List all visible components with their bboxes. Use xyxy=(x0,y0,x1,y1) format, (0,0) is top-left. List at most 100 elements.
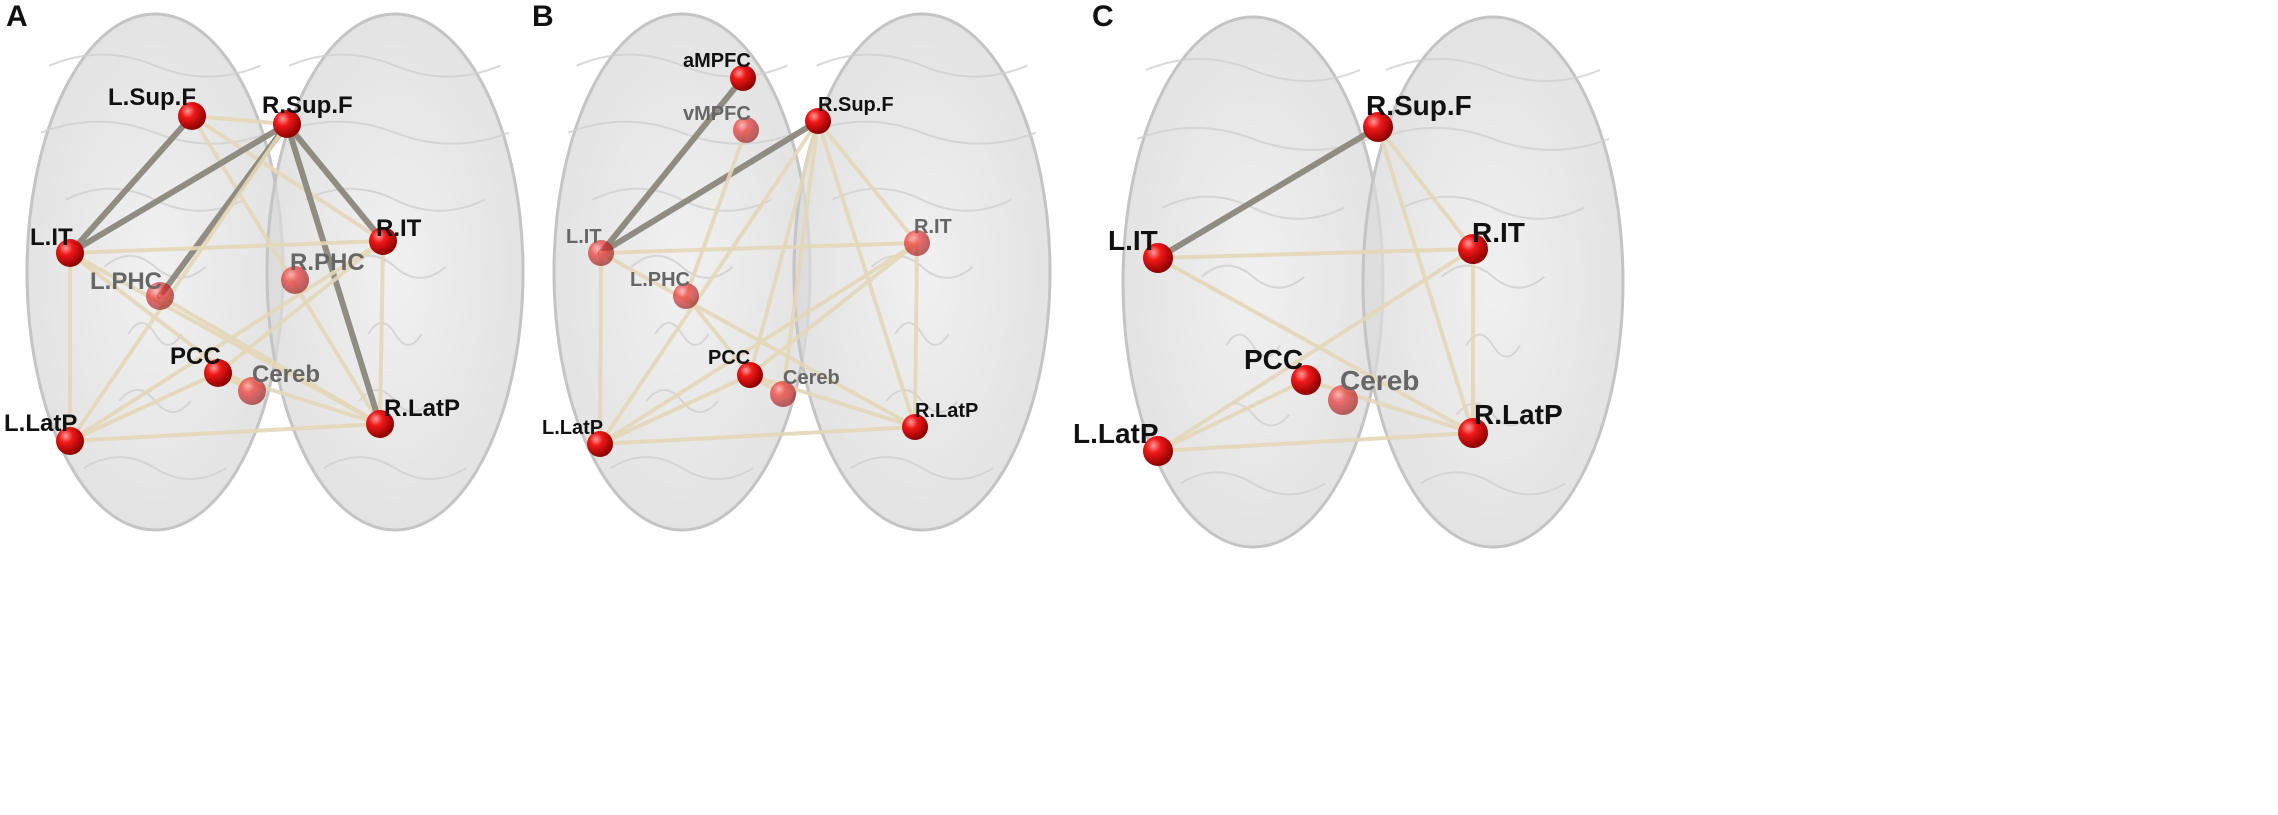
edge-lit-rit xyxy=(599,241,919,255)
label-cereb: Cereb xyxy=(783,367,840,389)
gyrus-line xyxy=(592,187,772,212)
edge-llatp-rlatp xyxy=(1156,431,1475,453)
label-rit: R.IT xyxy=(914,216,952,238)
edge-rit-llatp xyxy=(598,241,919,446)
label-cereb: Cereb xyxy=(252,361,320,388)
edge-rit-rlatp xyxy=(913,241,919,429)
edge-rsupf-rit xyxy=(816,119,919,245)
gyrus-line xyxy=(645,389,719,413)
node-cereb xyxy=(770,381,796,407)
label-rsupf: R.Sup.F xyxy=(818,94,894,116)
node-labels: aMPFC vMPFC R.Sup.F L.IT R.IT L.PHC PCC CerebL.… xyxy=(542,50,978,439)
nodes xyxy=(587,65,930,457)
label-lsupf: L.Sup.F xyxy=(108,84,196,111)
edge-llatp-rlatp xyxy=(68,422,382,443)
panel-b: aMPFC vMPFC R.Sup.F L.IT R.IT L.PHC PCC CerebL.… xyxy=(532,0,1052,532)
gyrus-line xyxy=(127,321,183,346)
edge-pcc-llatp xyxy=(68,371,220,443)
gyrus-line xyxy=(807,120,1037,145)
nodes xyxy=(1143,112,1488,466)
edge-rsupf-rit xyxy=(284,121,386,244)
edge-rit-llatp xyxy=(68,239,385,443)
label-lphc: L.PHC xyxy=(90,268,162,295)
edge-vmpfc-lphc xyxy=(684,128,748,298)
node-llatp xyxy=(1143,436,1173,466)
edge-ampfc-lit xyxy=(598,75,746,256)
gyrus-line xyxy=(103,254,207,279)
label-lphc: L.PHC xyxy=(630,269,690,291)
edge-pcc-llatp xyxy=(1156,378,1308,453)
label-rit: R.IT xyxy=(376,215,422,242)
right-hemisphere xyxy=(792,12,1052,532)
label-rlatp: R.LatP xyxy=(384,395,460,422)
label-rit: R.IT xyxy=(1472,217,1525,248)
gyrus-line xyxy=(1376,126,1610,151)
label-rlatp: R.LatP xyxy=(915,400,978,422)
edges xyxy=(598,75,919,446)
edge-rsupf-lit xyxy=(598,118,821,256)
node-rlatp xyxy=(366,410,394,438)
edge-lit-rit xyxy=(68,239,385,255)
edge-lphc-pcc xyxy=(684,294,752,377)
gyrus-line xyxy=(1455,402,1531,427)
edge-lit-rit xyxy=(1156,247,1475,260)
gyrus-line xyxy=(280,120,510,145)
brain-outline xyxy=(552,12,1052,532)
label-lit: L.IT xyxy=(1108,225,1158,256)
edge-lit-rlatp xyxy=(1156,256,1475,435)
edge-lsupf-rit xyxy=(190,114,385,243)
node-lit xyxy=(588,240,614,266)
gyrus-line xyxy=(83,456,227,480)
node-lphc xyxy=(673,283,699,309)
label-llatp: L.LatP xyxy=(542,417,603,439)
gyrus-line xyxy=(1145,58,1361,82)
edge-lphc-rlatp xyxy=(158,294,382,426)
edge-llatp-rlatp xyxy=(598,425,917,446)
node-rsupf xyxy=(1363,112,1393,142)
gyrus-line xyxy=(289,53,501,78)
gyrus-line xyxy=(1420,471,1566,496)
node-cereb xyxy=(238,377,266,405)
edge-rsupf-lit xyxy=(67,121,290,256)
label-pcc: PCC xyxy=(708,347,750,369)
gyrus-line xyxy=(1440,264,1546,289)
edge-rit-pcc xyxy=(748,241,919,377)
edge-rit-rlatp xyxy=(378,239,385,426)
node-rsupf xyxy=(273,110,301,138)
label-lit: L.IT xyxy=(30,224,73,251)
gyrus-line xyxy=(850,456,994,480)
node-lphc xyxy=(146,282,174,310)
gyrus-line xyxy=(305,187,485,212)
edges xyxy=(1155,124,1475,453)
label-cereb: Cereb xyxy=(1340,365,1419,396)
label-ampfc: aMPFC xyxy=(683,50,751,72)
node-lit xyxy=(56,239,84,267)
label-rlatp: R.LatP xyxy=(1474,399,1563,430)
gyrus-line xyxy=(49,53,261,78)
brain-outline xyxy=(1121,15,1625,549)
gyrus-line xyxy=(1180,471,1326,496)
edges xyxy=(67,113,386,443)
node-lit xyxy=(1143,243,1173,273)
gyrus-line xyxy=(832,187,1012,212)
gyrus-line xyxy=(894,321,950,346)
edge-rsupf-cereb xyxy=(781,119,820,396)
gyrus-line xyxy=(1225,333,1281,358)
edge-lsupf-rsupf xyxy=(190,114,289,126)
panel-letter: A xyxy=(6,0,28,33)
node-rlatp xyxy=(1458,418,1488,448)
label-rphc: R.PHC xyxy=(290,249,365,276)
label-pcc: PCC xyxy=(1244,344,1303,375)
node-vmpfc xyxy=(733,117,759,143)
gyrus-line xyxy=(1401,195,1585,220)
gyrus-line xyxy=(323,456,467,480)
node-rsupf xyxy=(805,108,831,134)
brain-outline xyxy=(25,12,525,532)
gyrus-line xyxy=(1136,126,1370,151)
gyrus-line xyxy=(1200,264,1306,289)
label-vmpfc: vMPFC xyxy=(683,103,751,125)
label-lit: L.IT xyxy=(566,226,602,248)
